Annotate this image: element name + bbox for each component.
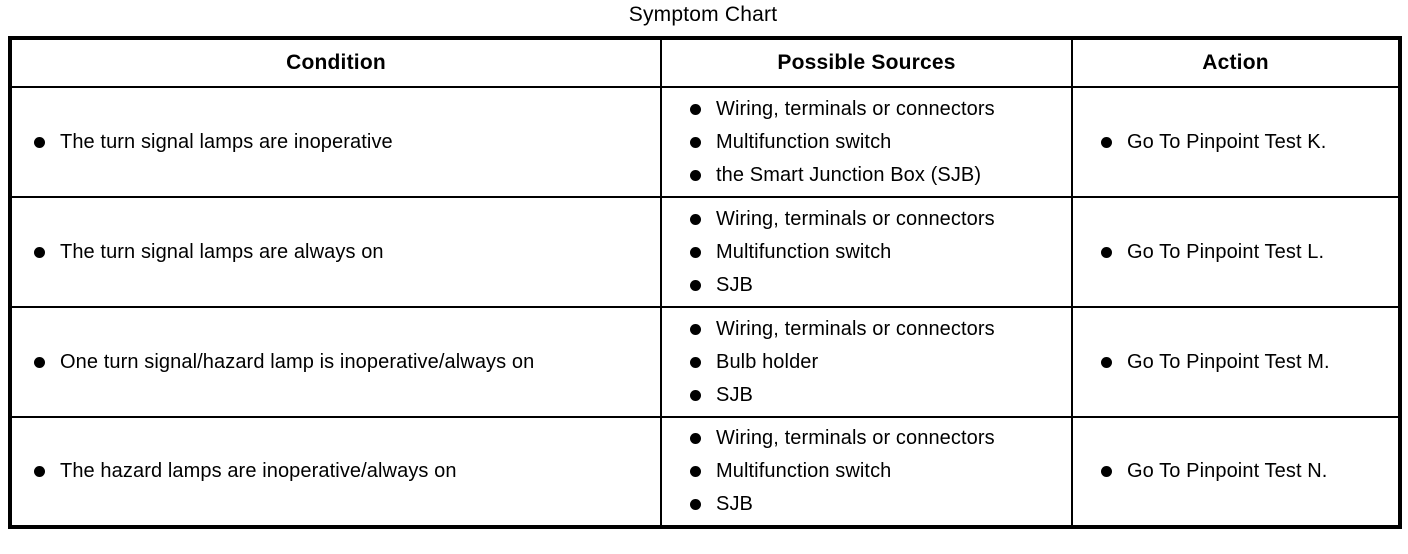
source-item: Multifunction switch <box>690 455 1067 488</box>
column-header-action: Action <box>1071 37 1401 88</box>
column-header-possible-sources: Possible Sources <box>660 37 1073 88</box>
sources-cell: Wiring, terminals or connectors Multifun… <box>660 196 1073 308</box>
table-row: The hazard lamps are inoperative/always … <box>9 416 1401 528</box>
bullet-icon <box>34 356 45 368</box>
condition-cell: One turn signal/hazard lamp is inoperati… <box>9 306 662 418</box>
bullet-icon <box>690 323 701 335</box>
bullet-icon <box>690 499 701 510</box>
source-text: SJB <box>716 273 753 296</box>
source-item: SJB <box>690 269 1067 302</box>
action-text: Go To Pinpoint Test N. <box>1127 460 1328 482</box>
condition-text: One turn signal/hazard lamp is inoperati… <box>60 350 535 373</box>
source-text: Wiring, terminals or connectors <box>716 97 995 120</box>
source-item: SJB <box>690 379 1067 412</box>
bullet-icon <box>690 466 701 477</box>
bullet-icon <box>34 246 45 258</box>
source-text: SJB <box>716 493 753 515</box>
condition-cell: The turn signal lamps are always on <box>9 196 662 308</box>
bullet-icon <box>690 169 701 181</box>
action-cell: Go To Pinpoint Test K. <box>1071 86 1401 198</box>
page-title: Symptom Chart <box>628 3 778 26</box>
source-item: the Smart Junction Box (SJB) <box>690 159 1067 192</box>
source-text: SJB <box>716 383 753 406</box>
source-text: Multifunction switch <box>716 240 892 263</box>
source-text: Wiring, terminals or connectors <box>716 427 995 449</box>
bullet-icon <box>690 136 701 148</box>
bullet-icon <box>1101 466 1112 477</box>
source-item: Wiring, terminals or connectors <box>690 203 1067 236</box>
action-item: Go To Pinpoint Test M. <box>1101 346 1394 379</box>
table-row: The turn signal lamps are inoperative Wi… <box>9 86 1401 198</box>
table-body: The turn signal lamps are inoperative Wi… <box>9 86 1401 528</box>
source-item: Bulb holder <box>690 346 1067 379</box>
bullet-icon <box>690 389 701 401</box>
bullet-icon <box>34 136 45 148</box>
action-text: Go To Pinpoint Test L. <box>1127 240 1325 263</box>
bullet-icon <box>1101 246 1112 258</box>
condition-text: The turn signal lamps are always on <box>60 240 384 263</box>
bullet-icon <box>1101 356 1112 368</box>
source-item: Wiring, terminals or connectors <box>690 422 1067 455</box>
condition-item: The hazard lamps are inoperative/always … <box>34 455 654 488</box>
condition-item: One turn signal/hazard lamp is inoperati… <box>34 346 654 379</box>
condition-cell: The turn signal lamps are inoperative <box>9 86 662 198</box>
source-item: Multifunction switch <box>690 236 1067 269</box>
bullet-icon <box>690 213 701 225</box>
action-item: Go To Pinpoint Test L. <box>1101 236 1394 269</box>
action-item: Go To Pinpoint Test N. <box>1101 455 1394 488</box>
table-row: One turn signal/hazard lamp is inoperati… <box>9 306 1401 418</box>
source-item: Multifunction switch <box>690 126 1067 159</box>
condition-text: The hazard lamps are inoperative/always … <box>60 460 457 482</box>
action-cell: Go To Pinpoint Test M. <box>1071 306 1401 418</box>
source-item: SJB <box>690 488 1067 521</box>
sources-cell: Wiring, terminals or connectors Multifun… <box>660 86 1073 198</box>
action-text: Go To Pinpoint Test K. <box>1127 130 1327 153</box>
source-text: the Smart Junction Box (SJB) <box>716 163 982 186</box>
source-text: Wiring, terminals or connectors <box>716 317 995 340</box>
condition-cell: The hazard lamps are inoperative/always … <box>9 416 662 528</box>
bullet-icon <box>690 433 701 444</box>
source-text: Multifunction switch <box>716 130 892 153</box>
source-text: Wiring, terminals or connectors <box>716 207 995 230</box>
column-header-condition: Condition <box>9 37 662 88</box>
bullet-icon <box>1101 136 1112 148</box>
condition-text: The turn signal lamps are inoperative <box>60 130 393 153</box>
source-text: Multifunction switch <box>716 460 892 482</box>
condition-item: The turn signal lamps are inoperative <box>34 126 654 159</box>
action-text: Go To Pinpoint Test M. <box>1127 350 1330 373</box>
action-cell: Go To Pinpoint Test L. <box>1071 196 1401 308</box>
source-item: Wiring, terminals or connectors <box>690 93 1067 126</box>
bullet-icon <box>690 246 701 258</box>
condition-item: The turn signal lamps are always on <box>34 236 654 269</box>
bullet-icon <box>34 466 45 477</box>
action-item: Go To Pinpoint Test K. <box>1101 126 1394 159</box>
bullet-icon <box>690 356 701 368</box>
source-text: Bulb holder <box>716 350 819 373</box>
symptom-table: Condition Possible Sources Action The tu… <box>8 36 1402 529</box>
sources-cell: Wiring, terminals or connectors Bulb hol… <box>660 306 1073 418</box>
source-item: Wiring, terminals or connectors <box>690 313 1067 346</box>
header-row: Condition Possible Sources Action <box>9 37 1401 88</box>
sources-cell: Wiring, terminals or connectors Multifun… <box>660 416 1073 528</box>
table-row: The turn signal lamps are always on Wiri… <box>9 196 1401 308</box>
table-header: Condition Possible Sources Action <box>9 37 1401 88</box>
bullet-icon <box>690 103 701 115</box>
action-cell: Go To Pinpoint Test N. <box>1071 416 1401 528</box>
bullet-icon <box>690 279 701 291</box>
